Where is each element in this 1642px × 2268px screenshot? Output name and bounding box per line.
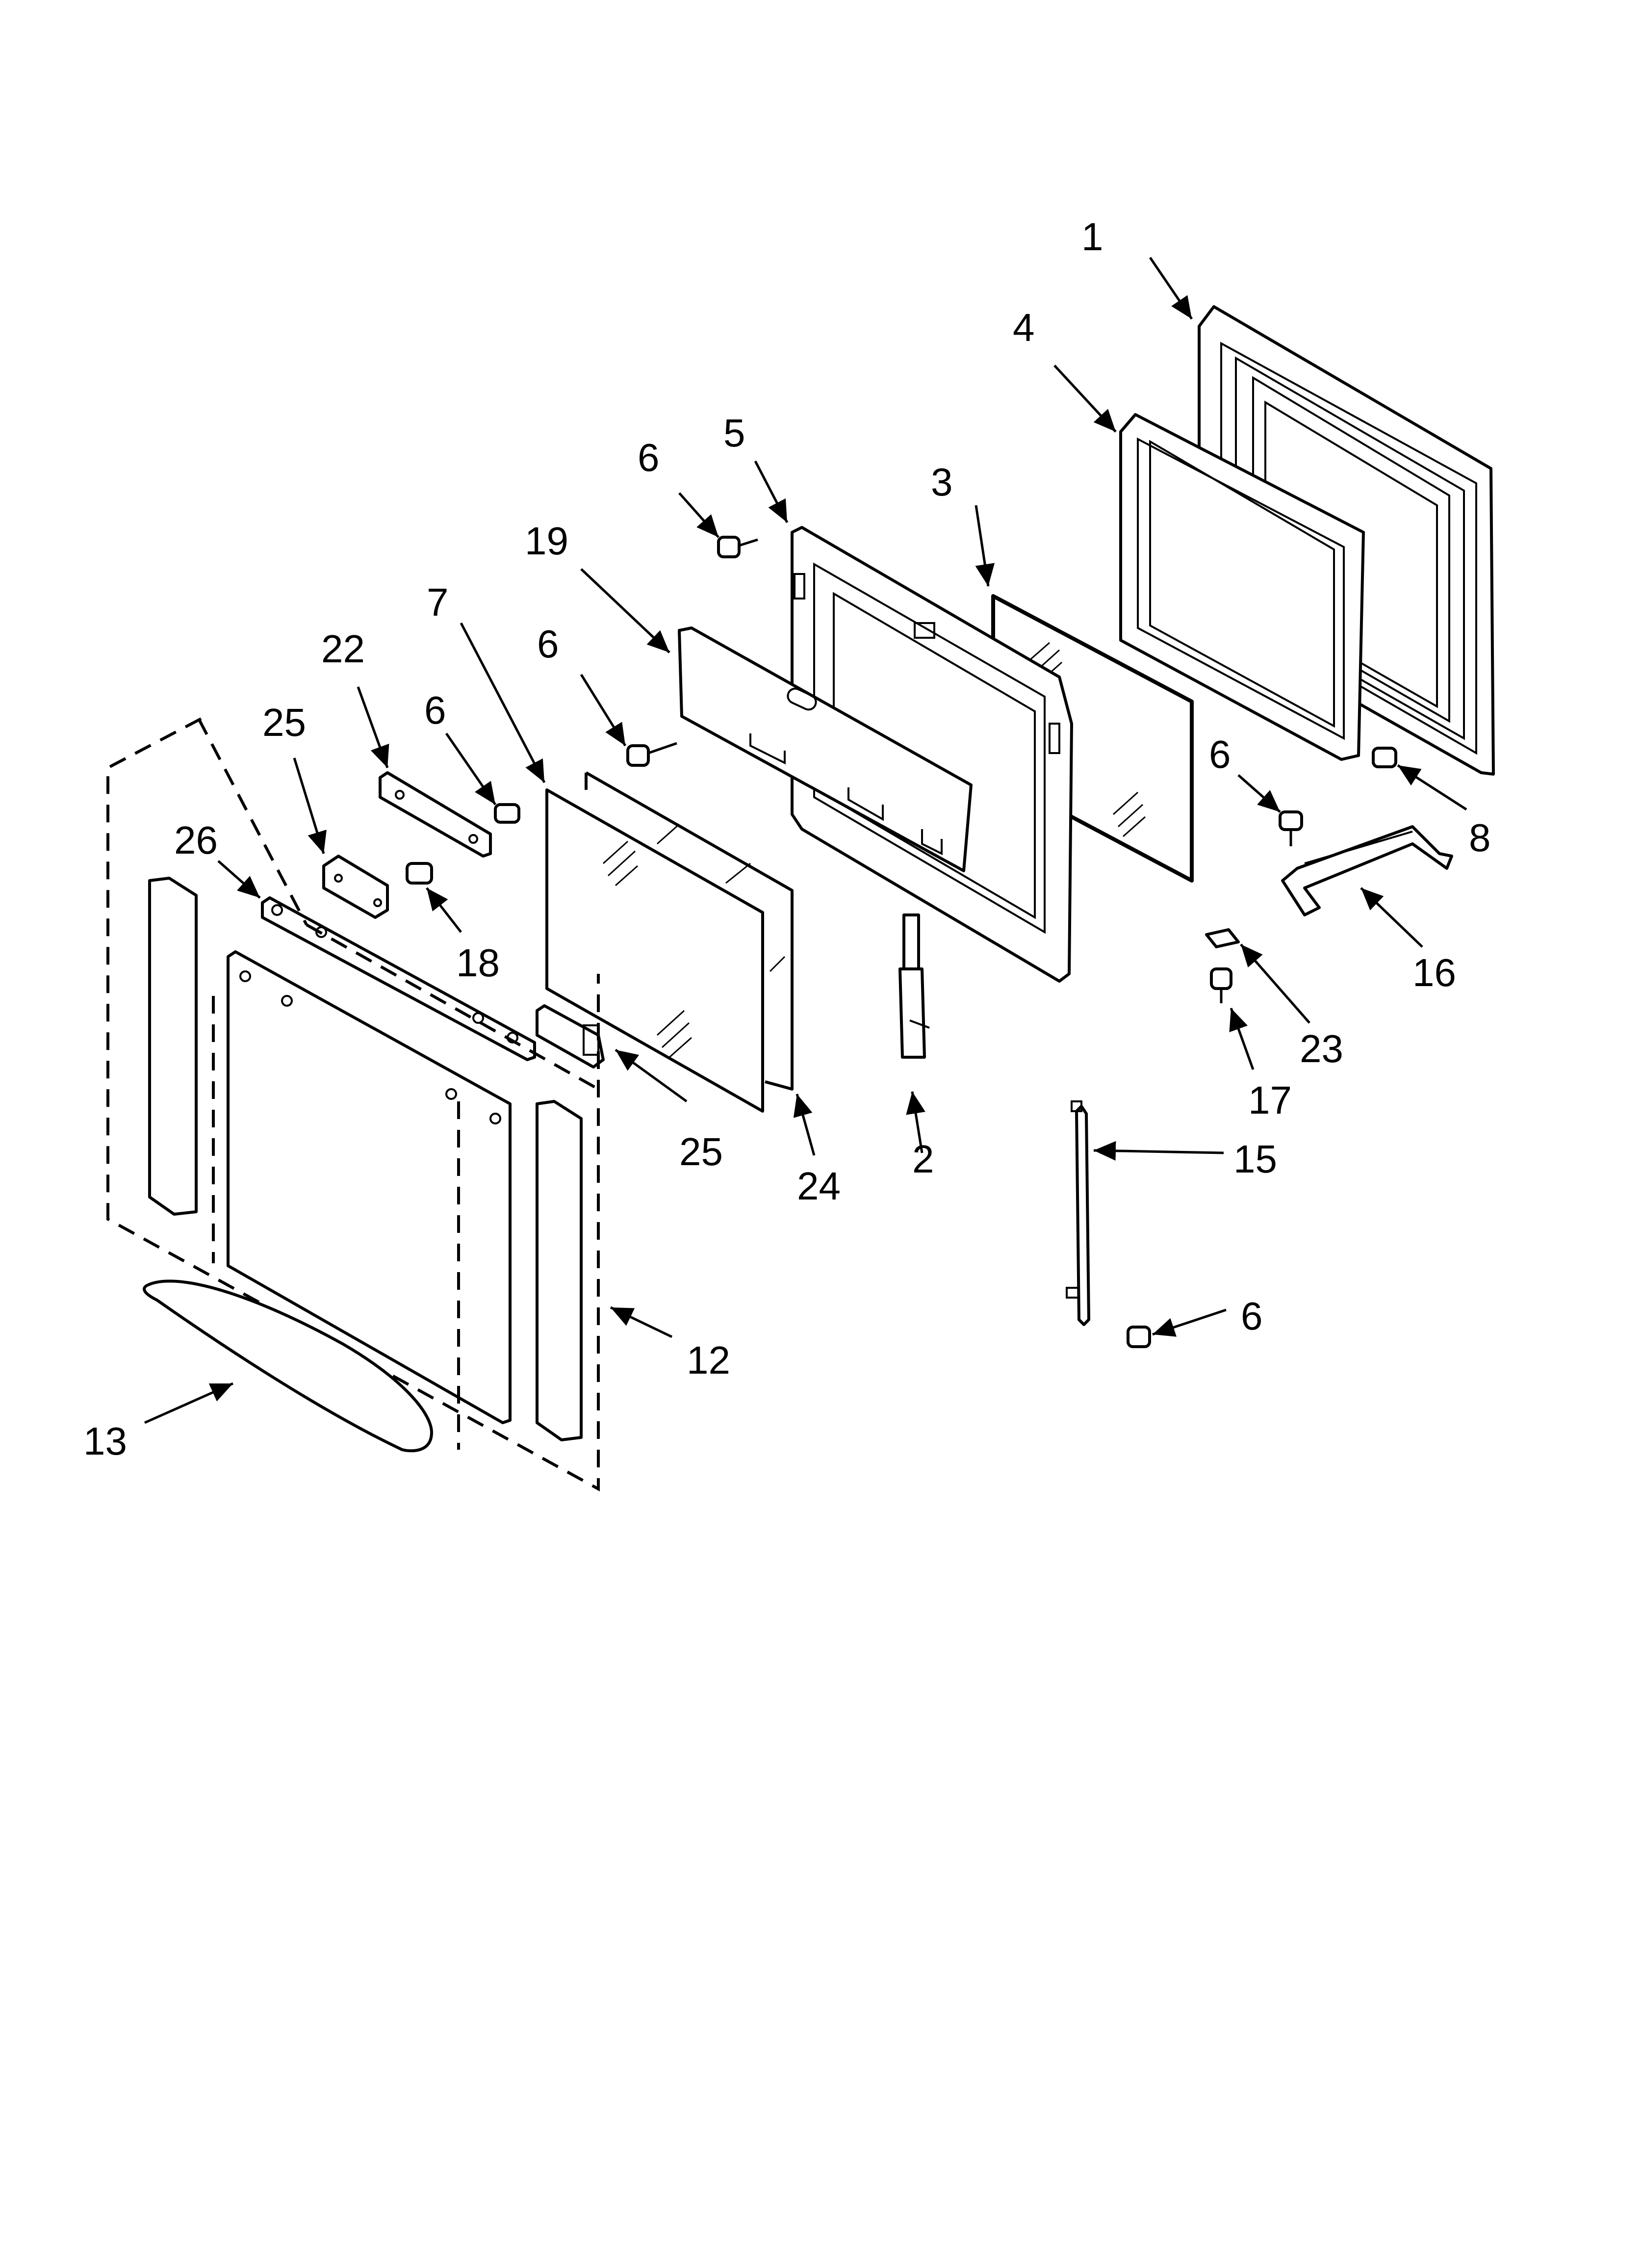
callout-16: 16: [1412, 951, 1456, 994]
part-12-right-side-panel: [536, 1100, 583, 1441]
screw-part-18: [406, 862, 433, 885]
part-16-door-lever: [1281, 825, 1453, 916]
callout-6: 6: [638, 436, 660, 479]
screw-part-8: [1372, 747, 1397, 768]
callout-5: 5: [723, 411, 745, 455]
callout-2: 2: [912, 1137, 934, 1181]
part-23-clip: [1205, 928, 1240, 948]
callout-8: 8: [1469, 816, 1491, 860]
callout-17: 17: [1248, 1078, 1292, 1122]
part-2-door-hinge: [898, 913, 930, 1059]
callout-6: 6: [537, 622, 559, 666]
screw-part-17: [1210, 967, 1232, 1003]
part-22-hinge-bracket: [379, 771, 492, 858]
screw-part-6-bracket: [494, 803, 520, 824]
callout-6: 6: [1209, 732, 1231, 776]
callout-3: 3: [931, 460, 953, 504]
part-19-heat-shield: [678, 626, 973, 872]
part-24-middle-glass: [585, 771, 794, 1091]
callout-24: 24: [797, 1164, 841, 1208]
part-12-left-side-panel: [148, 877, 198, 1216]
callout-19: 19: [525, 519, 568, 563]
callout-6: 6: [424, 688, 446, 732]
callout-26: 26: [174, 818, 218, 862]
part-15-door-rail: [1066, 1100, 1090, 1326]
screw-part-6-lever: [1279, 810, 1303, 846]
callout-12: 12: [687, 1338, 730, 1382]
callout-25: 25: [679, 1130, 723, 1173]
part-25-hinge-block-lower: [536, 1004, 605, 1069]
callout-4: 4: [1013, 306, 1035, 349]
part-12-door-panel: [212, 950, 512, 1450]
part-4-door-frame: [1119, 413, 1365, 761]
callout-7: 7: [427, 580, 449, 624]
screw-part-6-upper: [717, 536, 758, 558]
callout-22: 22: [321, 627, 365, 671]
callout-23: 23: [1300, 1027, 1343, 1070]
leader-lines: [144, 257, 1467, 1424]
screw-part-6-rail: [1127, 1326, 1151, 1348]
callout-25: 25: [262, 701, 306, 744]
part-7-outer-glass: [545, 788, 764, 1113]
callout-1: 1: [1081, 215, 1103, 259]
callout-13: 13: [83, 1419, 127, 1463]
screw-part-6-shield: [626, 742, 677, 767]
part-13-door-handle: [143, 1279, 433, 1453]
callout-15: 15: [1233, 1137, 1277, 1181]
callout-labels: 1 4 5 3 6 19 7 6 22 6 25 26 18 6 8 16 23…: [83, 215, 1491, 1463]
part-25-hinge-block-upper: [322, 855, 389, 919]
callout-6: 6: [1241, 1294, 1263, 1338]
part-12-door-assembly-outline: [106, 717, 600, 1492]
callout-18: 18: [456, 941, 500, 985]
